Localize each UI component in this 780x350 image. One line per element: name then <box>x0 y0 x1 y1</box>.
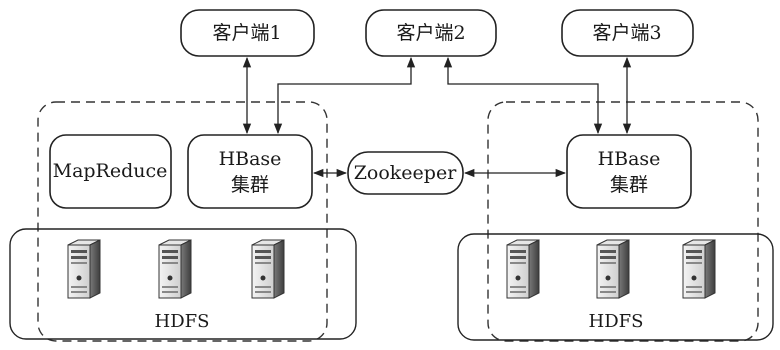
left-cluster-label: 集群 <box>231 174 269 196</box>
server-icon <box>506 239 540 299</box>
left-hdfs-group: HDFS <box>9 228 357 340</box>
client-node-1: 客户端1 <box>180 9 315 57</box>
right-hdfs-group: HDFS <box>457 233 774 341</box>
right-hbase-cluster-node: HBase 集群 <box>566 134 692 209</box>
client-node-3: 客户端3 <box>561 9 694 57</box>
client-node-2: 客户端2 <box>365 9 497 57</box>
left-hdfs-label: HDFS <box>155 311 210 332</box>
client2-right-hbase-link <box>443 56 603 135</box>
client-label-1: 客户端1 <box>212 22 281 44</box>
zookeeper-label: Zookeeper <box>354 162 457 184</box>
right-cluster-boundary <box>487 101 759 342</box>
client-label-3: 客户端3 <box>592 22 661 44</box>
left-hbase-label: HBase <box>219 148 282 170</box>
server-icon <box>596 239 630 299</box>
server-icon <box>682 239 716 299</box>
mapreduce-label: MapReduce <box>53 160 168 182</box>
zookeeper-node: Zookeeper <box>347 151 464 195</box>
right-hdfs-label: HDFS <box>589 311 644 332</box>
right-hbase-label: HBase <box>598 148 661 170</box>
left-cluster-boundary <box>37 101 328 342</box>
client2-left-hbase-link <box>273 56 416 135</box>
client-label-2: 客户端2 <box>396 22 465 44</box>
server-icon <box>158 239 192 299</box>
server-icon <box>67 239 101 299</box>
left-hbase-cluster-node: HBase 集群 <box>187 134 313 209</box>
right-cluster-label: 集群 <box>610 174 648 196</box>
mapreduce-node: MapReduce <box>49 134 172 209</box>
server-icon <box>251 239 285 299</box>
